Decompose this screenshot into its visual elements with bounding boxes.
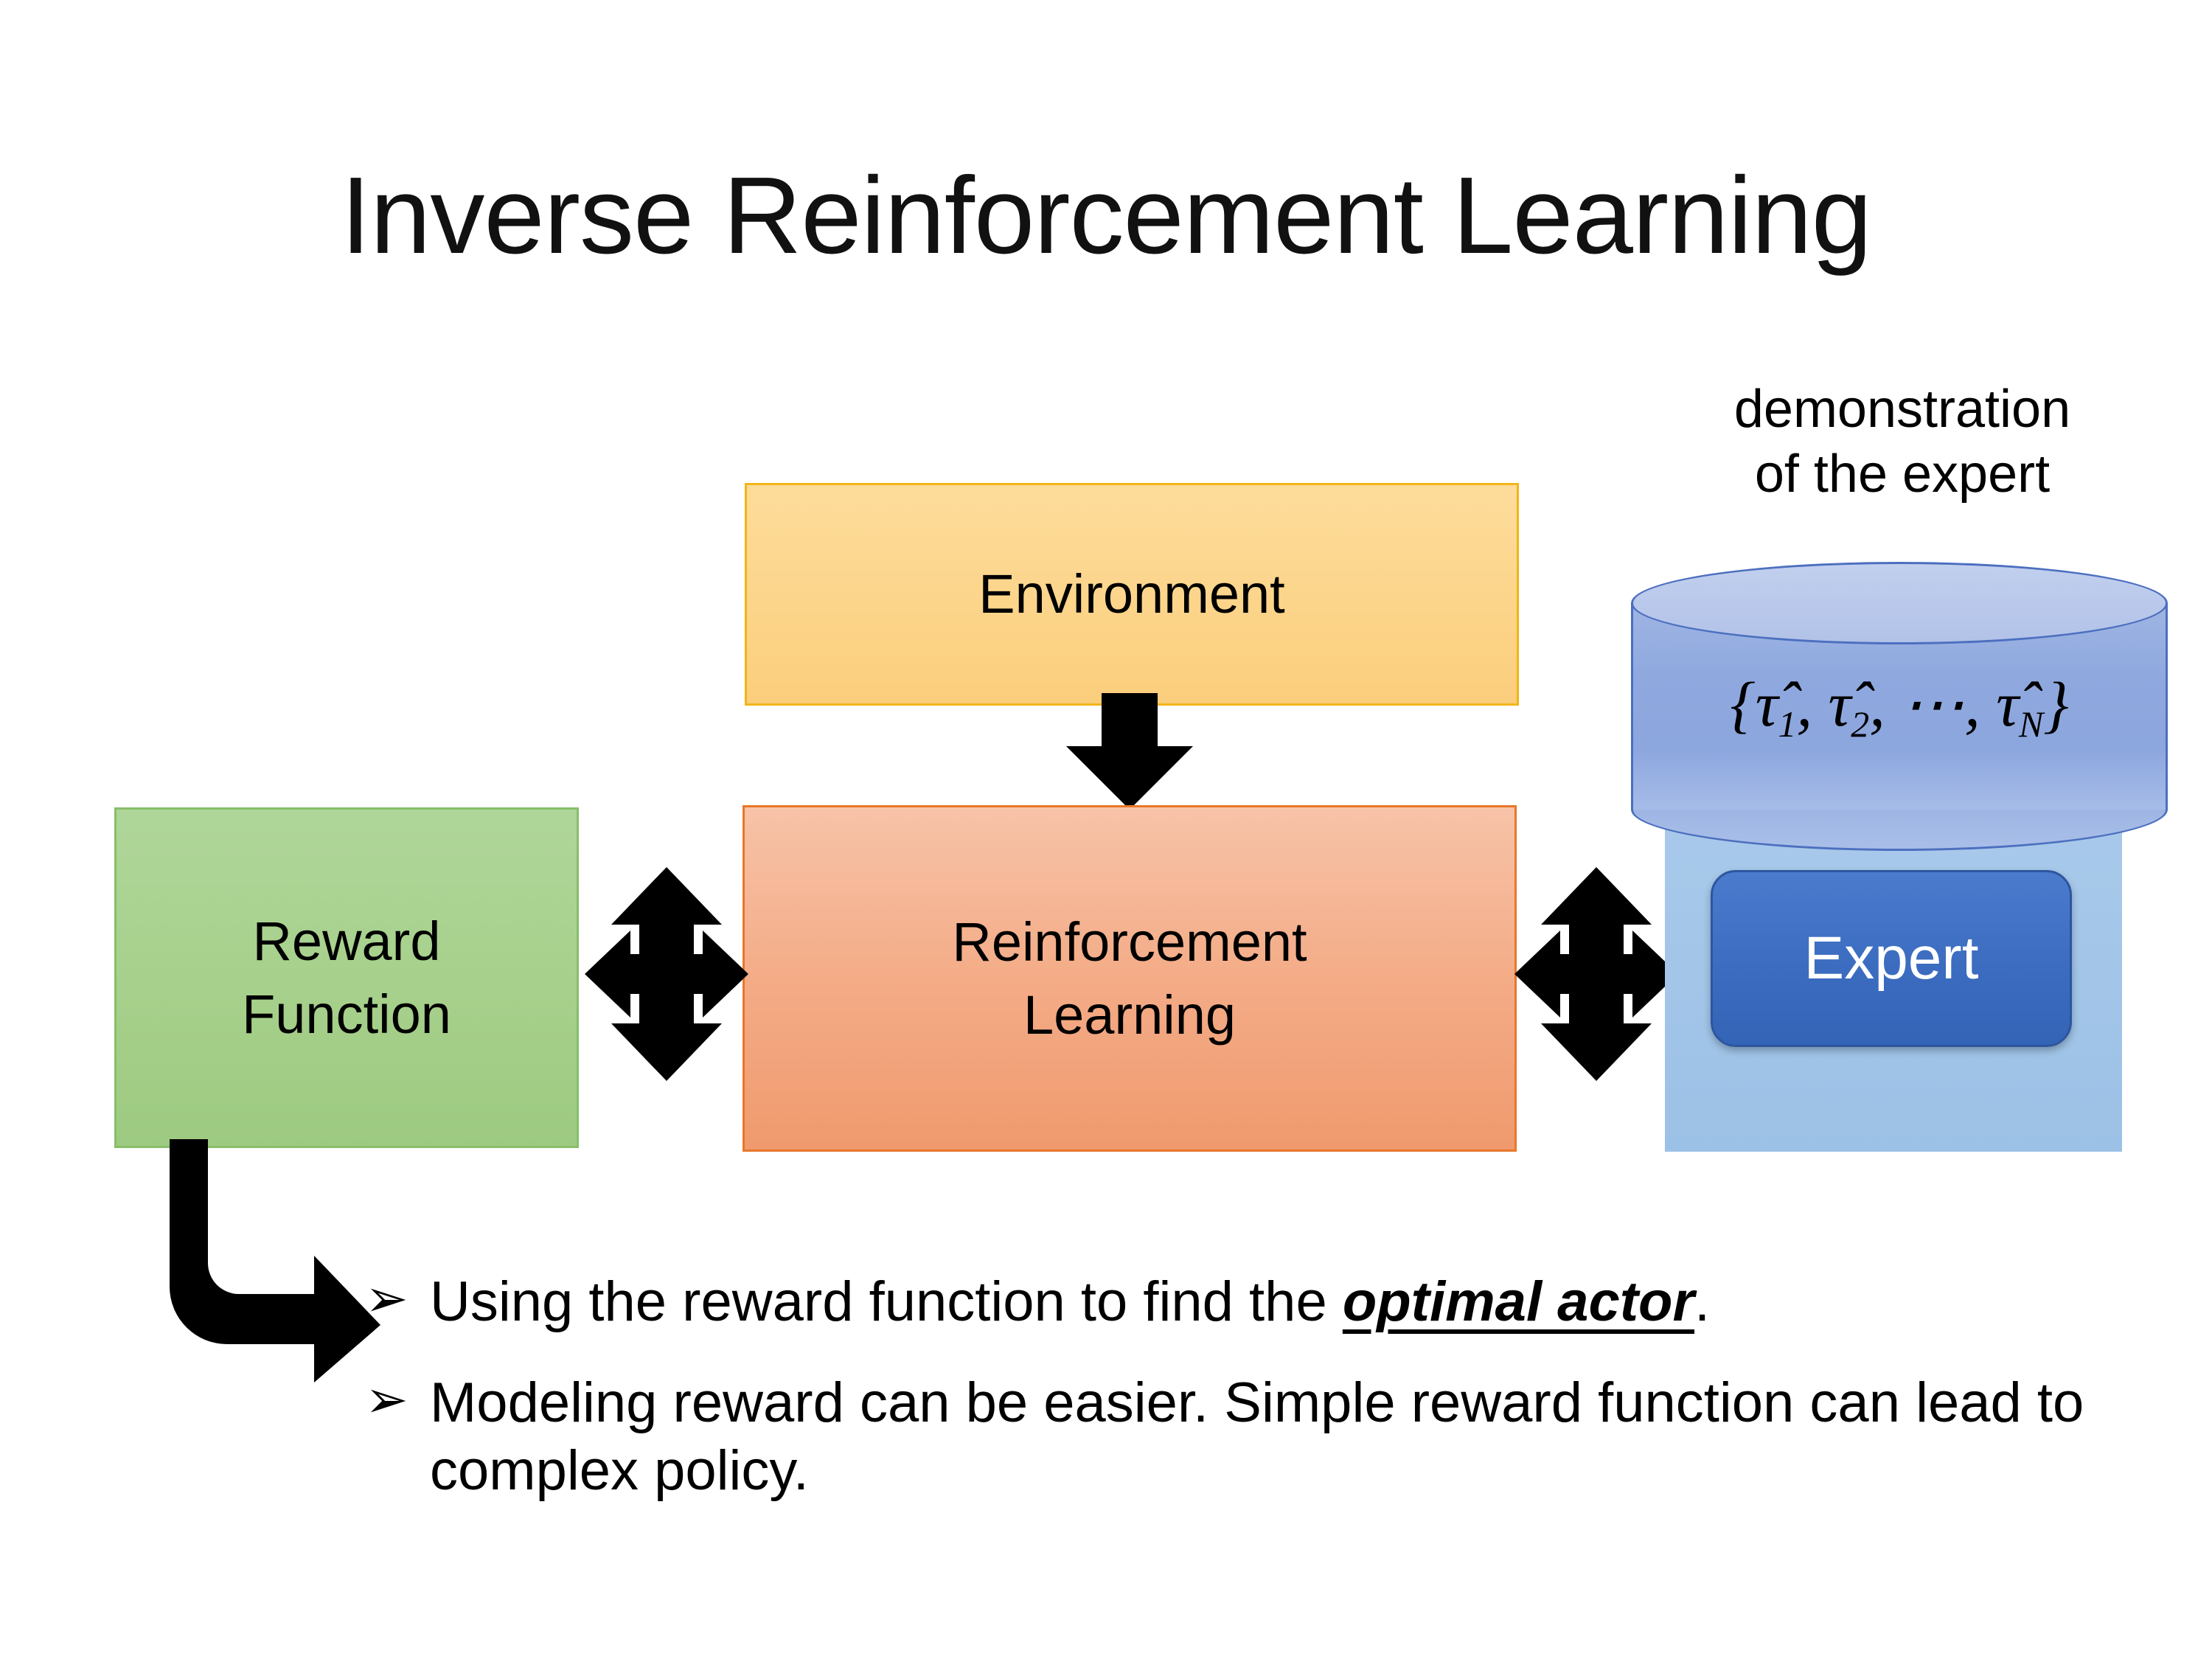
formula-sep-2: , ⋯,	[1869, 669, 1997, 740]
expert-button-label: Expert	[1804, 925, 1979, 992]
formula-tau-n: τ̂	[1996, 669, 2019, 740]
formula-sub-1: 1	[1778, 703, 1797, 745]
bullet-arrow-icon: ➢	[365, 1268, 408, 1329]
demonstration-caption-line1: demonstration	[1733, 380, 2071, 439]
reinforcement-learning-box[interactable]: Reinforcement Learning	[742, 805, 1517, 1152]
four-way-arrow-icon-left	[585, 867, 748, 1081]
demonstration-caption: demonstration of the expert	[1622, 378, 2183, 507]
formula-tau-1: τ̂	[1755, 669, 1778, 740]
environment-box[interactable]: Environment	[745, 483, 1519, 706]
formula-tau-2: τ̂	[1828, 669, 1851, 740]
bullet-list: ➢ Using the reward function to find the …	[365, 1268, 2098, 1538]
bullet-text-1: Using the reward function to find the op…	[430, 1268, 2098, 1337]
bent-arrow-icon	[170, 1139, 380, 1382]
bullet-1-prefix: Using the reward function to find the	[430, 1270, 1343, 1333]
rl-label-line1: Reinforcement	[952, 911, 1307, 973]
demonstration-caption-line2: of the expert	[1754, 444, 2051, 504]
formula-close-brace: }	[2043, 669, 2069, 740]
down-arrow-icon	[1066, 693, 1193, 810]
trajectory-set-formula: {τ̂1, τ̂2, ⋯, τ̂N}	[1631, 672, 2168, 743]
formula-sep-1: ,	[1796, 669, 1829, 740]
expert-button[interactable]: Expert	[1711, 870, 2072, 1047]
reward-function-box[interactable]: Reward Function	[114, 807, 579, 1148]
list-item: ➢ Using the reward function to find the …	[365, 1268, 2098, 1337]
reward-function-box-label: Reward Function	[242, 905, 451, 1051]
reward-label-line1: Reward	[252, 910, 441, 972]
four-way-arrow-icon-right	[1514, 867, 1678, 1081]
bullet-arrow-icon: ➢	[365, 1368, 408, 1430]
reinforcement-learning-box-label: Reinforcement Learning	[922, 905, 1336, 1051]
formula-open-brace: {	[1730, 669, 1756, 740]
list-item: ➢ Modeling reward can be easier. Simple …	[365, 1369, 2098, 1506]
rl-label-line2: Learning	[1023, 984, 1236, 1046]
demonstration-cylinder[interactable]: {τ̂1, τ̂2, ⋯, τ̂N}	[1631, 562, 2168, 851]
page-title: Inverse Reinforcement Learning	[340, 155, 1872, 276]
reward-label-line2: Function	[242, 984, 451, 1045]
formula-sub-2: 2	[1851, 703, 1870, 745]
bullet-text-2: Modeling reward can be easier. Simple re…	[430, 1371, 2084, 1503]
bullet-1-emphasis: optimal actor	[1342, 1270, 1695, 1333]
formula-sub-n: N	[2018, 703, 2044, 745]
bullet-1-suffix: .	[1694, 1270, 1711, 1333]
environment-box-label: Environment	[978, 563, 1285, 625]
cylinder-top-ellipse	[1631, 562, 2168, 644]
